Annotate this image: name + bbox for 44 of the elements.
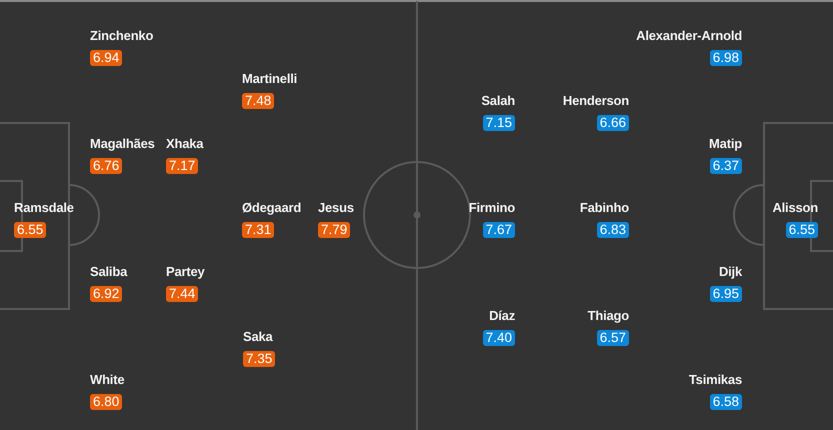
rating-badge: 6.57 [596,330,629,346]
player-name: Jesus [318,200,354,216]
rating-badge: 6.55 [786,222,818,238]
rating-badge: 6.58 [710,394,742,410]
rating-badge: 6.55 [14,222,46,238]
rating-badge: 6.80 [90,394,122,410]
player-name: Thiago [588,308,629,324]
rating-badge: 7.40 [482,330,515,346]
rating-badge: 7.35 [243,351,276,367]
player-name: Alisson [772,200,818,216]
player-name: Matip [709,136,742,152]
player-name: White [90,372,124,388]
rating-badge: 6.95 [710,286,742,302]
player-name: Zinchenko [90,28,154,44]
player-name: Ramsdale [14,200,74,216]
player-name: Henderson [562,93,629,109]
player-name: Alexander-Arnold [636,28,742,44]
rating-badge: 6.98 [710,50,742,66]
rating-badge: 7.44 [166,286,198,302]
rating-badge: 7.31 [242,222,274,238]
rating-badge: 7.48 [242,93,274,109]
rating-badge: 6.83 [596,222,629,238]
player-name: Díaz [489,308,515,324]
player-name: Ødegaard [242,200,302,216]
rating-badge: 6.76 [90,158,122,174]
player-name: Magalhães [90,136,155,152]
rating-badge: 6.66 [596,115,629,131]
rating-badge: 6.92 [90,286,122,302]
rating-badge: 6.37 [710,158,742,174]
player-name: Salah [481,93,515,109]
rating-badge: 6.94 [90,50,122,66]
player-name: Saliba [90,264,128,280]
rating-badge: 7.17 [166,158,198,174]
rating-badge: 7.79 [318,222,350,238]
player-name: Tsimikas [688,372,742,388]
rating-badge: 7.67 [482,222,515,238]
player-name: Saka [243,329,273,345]
player-name: Fabinho [580,200,629,216]
rating-badge: 7.15 [482,115,515,131]
player-name: Martinelli [242,71,298,87]
player-name: Partey [166,264,205,280]
player-name: Dijk [718,264,742,280]
player-name: Firmino [468,200,515,216]
player-name: Xhaka [166,136,204,152]
